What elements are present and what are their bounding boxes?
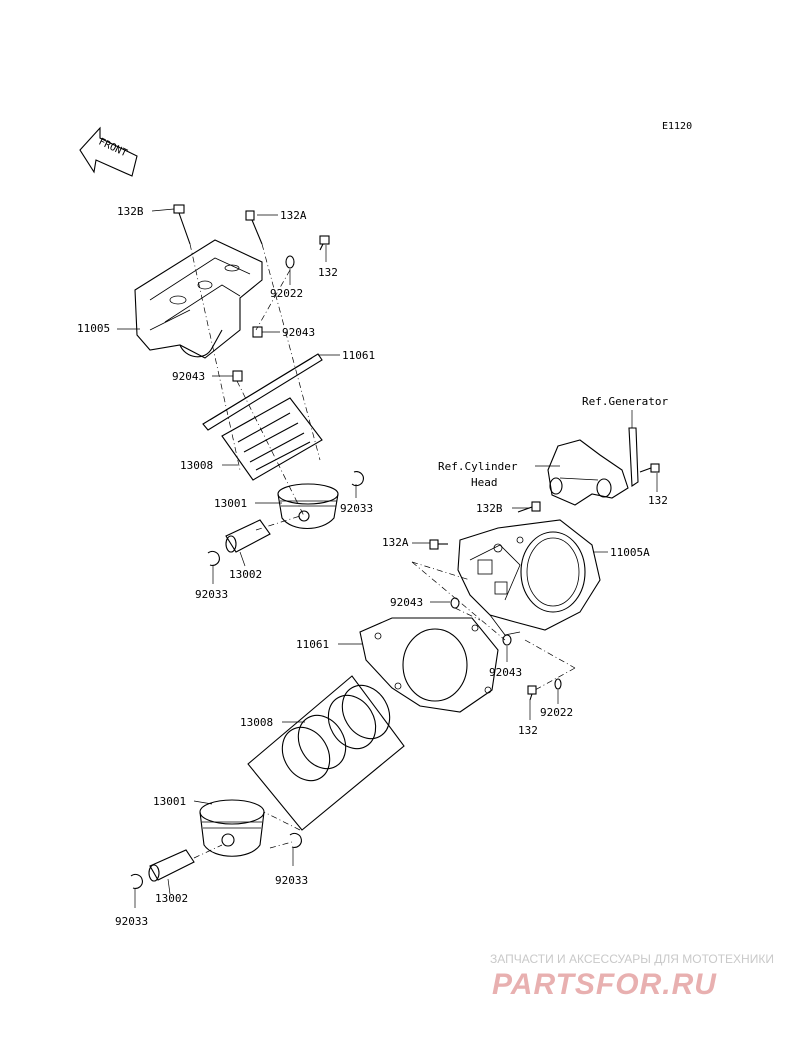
label-92043-lower-b: 92043: [489, 666, 522, 679]
watermark-tagline: ЗАПЧАСТИ И АКСЕССУАРЫ ДЛЯ МОТОТЕХНИКИ: [490, 952, 774, 966]
bolt-132b-upper: [173, 204, 191, 245]
label-132-upper: 132: [318, 266, 338, 279]
label-92043-upper-b: 92043: [172, 370, 205, 383]
label-92022-lower: 92022: [540, 706, 573, 719]
clip-92033-upper-b: [207, 550, 220, 566]
label-11061-upper: 11061: [342, 349, 375, 362]
rings-13008-lower: 13008: [240, 675, 405, 831]
label-92033-lower-b: 92033: [115, 915, 148, 928]
diagram-code: E1120: [662, 121, 692, 132]
clip-92033-upper-a: [351, 471, 364, 487]
dowel-92043-upper-b: [232, 370, 243, 382]
label-132-lower: 132: [518, 724, 538, 737]
piston-13001-upper: [277, 483, 339, 529]
label-132b-lower: 132B: [476, 502, 503, 515]
label-132a-upper: 132A: [280, 209, 307, 222]
bolt-132-upper: [319, 235, 330, 251]
dowel-92043-lower-b: [502, 634, 512, 646]
label-92033-upper-b: 92033: [195, 588, 228, 601]
label-11005a: 11005A: [610, 546, 650, 559]
label-132a-lower: 132A: [382, 536, 409, 549]
ref-cylinder-head-fitting: Ref.Cylinder Head: [438, 439, 629, 506]
cylinder-11005a: 11005A: [457, 519, 650, 636]
bolt-132a-lower: 132A: [382, 536, 448, 550]
labels-upper: 132B 132A 132 92022 11005 92043 11061 92…: [77, 205, 375, 601]
label-92033-lower-a: 92033: [275, 874, 308, 887]
label-13008-lower: 13008: [240, 716, 273, 729]
label-13002-upper: 13002: [229, 568, 262, 581]
front-arrow-icon: FRONT: [79, 126, 138, 177]
label-13001-lower: 13001: [153, 795, 186, 808]
label-92043-upper-a: 92043: [282, 326, 315, 339]
front-label: FRONT: [97, 137, 129, 160]
ref-generator-bracket: Ref.Generator: [582, 395, 668, 487]
piston-13001-lower: 13001: [153, 795, 265, 857]
bolt-132a-upper: [245, 210, 263, 245]
clip-92033-lower-b: [130, 873, 143, 889]
label-13002-lower: 13002: [155, 892, 188, 905]
pin-13002-upper: [225, 519, 271, 553]
dowel-92043-lower-a: [450, 597, 460, 609]
gasket-11061-upper: [202, 353, 323, 431]
gasket-11061-lower: 11061: [296, 617, 499, 713]
label-132-ref: 132: [648, 494, 668, 507]
bolt-132-ref: 132: [639, 463, 668, 507]
label-ref-generator: Ref.Generator: [582, 395, 668, 408]
label-13008-upper: 13008: [180, 459, 213, 472]
bolt-132b-lower: 132B: [476, 501, 541, 515]
watermark-logo: PARTSFOR.RU: [492, 968, 717, 1001]
label-92022-upper: 92022: [270, 287, 303, 300]
label-92033-upper-a: 92033: [340, 502, 373, 515]
washer-92022-lower: [554, 678, 562, 690]
cylinder-11005: [134, 239, 263, 359]
bolt-132-lower: 132: [518, 685, 538, 737]
label-13001-upper: 13001: [214, 497, 247, 510]
label-11061-lower: 11061: [296, 638, 329, 651]
rings-13008-upper: [221, 397, 323, 481]
label-11005: 11005: [77, 322, 110, 335]
label-ref-cylinder-head-2: Head: [471, 476, 498, 489]
label-ref-cylinder-head-1: Ref.Cylinder: [438, 460, 518, 473]
label-132b-upper: 132B: [117, 205, 144, 218]
dowel-92043-upper-a: [252, 326, 263, 338]
clip-92033-lower-a: [289, 832, 302, 848]
label-92043-lower-a: 92043: [390, 596, 423, 609]
pin-13002-lower: 13002: [148, 849, 195, 905]
washer-92022-upper: [285, 255, 295, 269]
watermark: ЗАПЧАСТИ И АКСЕССУАРЫ ДЛЯ МОТОТЕХНИКИ PA…: [490, 952, 774, 1001]
